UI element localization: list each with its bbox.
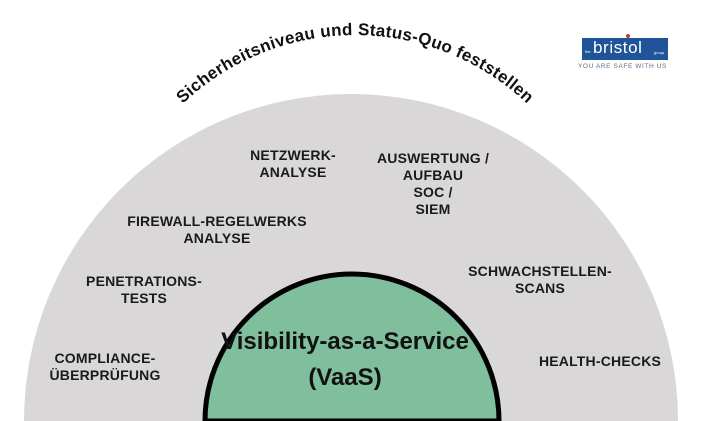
- logo-tagline: YOU ARE SAFE WITH US: [578, 63, 667, 70]
- segment-line: HEALTH-CHECKS: [538, 353, 662, 369]
- segment-line: SOC /: [413, 184, 453, 200]
- segment-line: SCANS: [514, 280, 565, 296]
- bristol-group-logo: the bristol group YOU ARE SAFE WITH US: [578, 34, 674, 70]
- segment-line: AUSWERTUNG /: [376, 150, 490, 166]
- logo-name: bristol: [593, 38, 643, 57]
- center-dome: [202, 271, 502, 421]
- segment-line: FIREWALL-REGELWERKS: [127, 213, 307, 229]
- segment-line: NETZWERK-: [250, 147, 336, 163]
- segment-schwachstellen: SCHWACHSTELLEN- SCANS: [455, 263, 625, 297]
- segment-firewall: FIREWALL-REGELWERKS ANALYSE: [112, 213, 322, 247]
- logo-box: the bristol group: [582, 34, 668, 60]
- segment-line: ANALYSE: [259, 164, 327, 180]
- segment-line: AUFBAU: [402, 167, 464, 183]
- segment-line: ANALYSE: [183, 230, 251, 246]
- segment-netzwerk: NETZWERK- ANALYSE: [218, 147, 368, 181]
- outer-arc-band: [24, 94, 678, 421]
- logo-prefix: the: [585, 49, 591, 54]
- center-title-line1: Visibility-as-a-Service: [221, 328, 469, 355]
- center-title-line2: (VaaS): [308, 364, 382, 391]
- segment-line: PENETRATIONS-: [86, 273, 202, 289]
- segment-line: SIEM: [415, 201, 451, 217]
- segment-line: SCHWACHSTELLEN-: [468, 263, 612, 279]
- segment-compliance: COMPLIANCE- ÜBERPRÜFUNG: [30, 350, 180, 384]
- segment-line: TESTS: [120, 290, 168, 306]
- segment-line: ÜBERPRÜFUNG: [49, 367, 161, 383]
- arc-title: Sicherheitsniveau und Status-Quo festste…: [173, 20, 538, 107]
- segment-auswertung: AUSWERTUNG / AUFBAU SOC / SIEM: [358, 150, 508, 218]
- logo-suffix: group: [654, 50, 665, 55]
- segment-line: COMPLIANCE-: [54, 350, 156, 366]
- logo-dot-icon: [626, 34, 630, 38]
- segment-penetration-tests: PENETRATIONS- TESTS: [64, 273, 224, 307]
- segment-health-checks: HEALTH-CHECKS: [525, 353, 675, 370]
